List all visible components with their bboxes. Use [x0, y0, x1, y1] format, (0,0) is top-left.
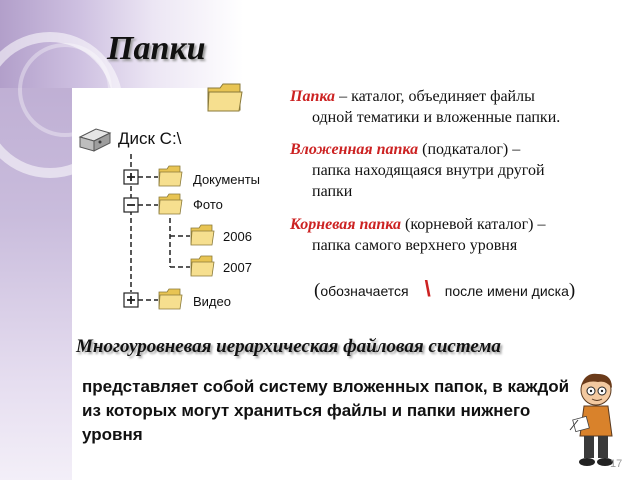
expand-plus-icon[interactable] [123, 292, 139, 308]
tree-item-label[interactable]: 2007 [223, 260, 252, 275]
page-number: 17 [610, 458, 623, 470]
definition-text: (подкаталог) – [418, 141, 521, 158]
definition-text: папка самого верхнего уровня [312, 237, 518, 254]
section-subtitle: Многоуровневая иерархическая файловая си… [76, 336, 501, 357]
definition-term: Папка [290, 88, 336, 105]
tree-item-label[interactable]: 2006 [223, 229, 252, 244]
tree-root-label: Диск С:\ [118, 129, 182, 148]
definition-text: (корневой каталог) – [401, 216, 546, 233]
tree-item-label[interactable]: Документы [193, 172, 261, 187]
definition-text: – каталог, объединяет файлы [335, 88, 535, 105]
expand-plus-icon[interactable] [123, 169, 139, 185]
folder-icon[interactable] [158, 288, 183, 310]
folder-tree-graphic [78, 128, 215, 310]
folder-icon[interactable] [190, 224, 215, 246]
backslash-symbol: \ [424, 276, 431, 301]
note-paren-open: ( [314, 280, 321, 301]
definition-root-folder: Корневая папка (корневой каталог) – папк… [290, 214, 546, 256]
tree-item-label[interactable]: Фото [193, 197, 223, 212]
note-text-before: обозначается [320, 283, 409, 299]
definition-text: папка находящаяся внутри другой папки [312, 162, 545, 200]
definition-folder: Папка – каталог, объединяет файлы одной … [290, 86, 560, 128]
folder-icon [207, 83, 243, 112]
folder-icon[interactable] [158, 165, 183, 187]
decor-rings [0, 32, 123, 178]
body-text: представляет собой систему вложенных пап… [82, 377, 570, 444]
cartoon-boy-illustration [569, 373, 613, 466]
tree-item-label[interactable]: Видео [193, 294, 231, 309]
definition-term: Корневая папка [290, 216, 402, 233]
folder-icon[interactable] [190, 255, 215, 277]
slide-title: Папки [107, 30, 206, 67]
definition-nested-folder: Вложенная папка (подкаталог) – папка нах… [290, 139, 590, 202]
note-paren-close: ) [568, 280, 576, 301]
hard-drive-icon [78, 128, 112, 152]
definition-term: Вложенная папка [290, 141, 419, 158]
note-text-after: после имени диска [444, 283, 569, 299]
definition-text: одной тематики и вложенные папки. [312, 109, 561, 126]
collapse-minus-icon[interactable] [123, 197, 139, 213]
folder-icon[interactable] [158, 193, 183, 215]
root-symbol-note: (обозначается \ после имени диска) [314, 276, 575, 302]
